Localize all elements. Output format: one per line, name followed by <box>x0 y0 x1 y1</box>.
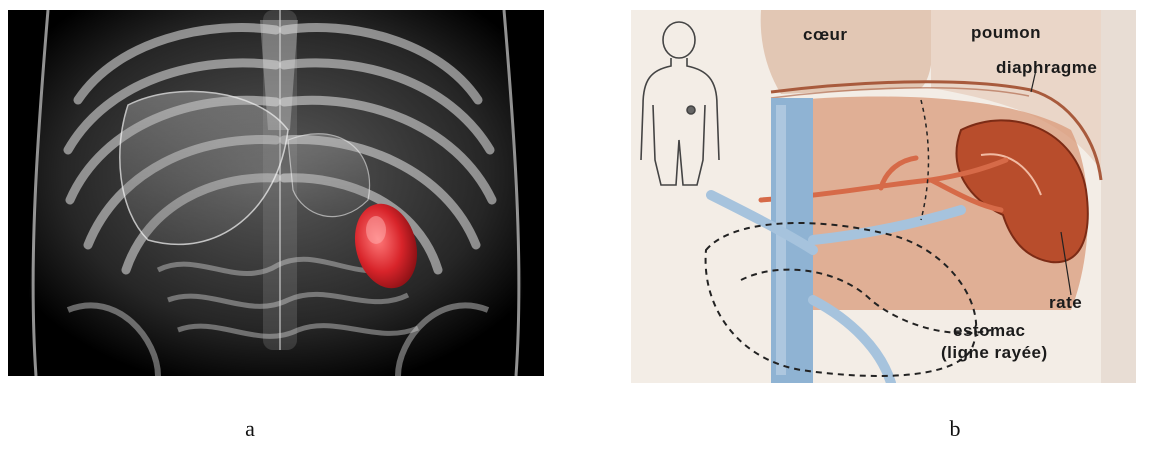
label-ligne-rayee: (ligne rayée) <box>941 343 1048 362</box>
body-outline-icon <box>641 22 719 185</box>
panel-b-anatomy-drawing: cœur poumon diaphragme rate estomac (lig… <box>631 10 1136 383</box>
xray-torso-illustration <box>8 10 544 376</box>
label-estomac: estomac <box>953 321 1025 340</box>
caption-a: a <box>230 416 270 442</box>
caption-b: b <box>935 416 975 442</box>
label-poumon: poumon <box>971 23 1041 42</box>
panel-a-xray-render <box>8 10 544 376</box>
label-diaphragme: diaphragme <box>996 58 1097 77</box>
label-coeur: cœur <box>803 25 848 44</box>
spleen-anatomy-illustration: cœur poumon diaphragme rate estomac (lig… <box>631 10 1136 383</box>
label-rate: rate <box>1049 293 1082 312</box>
